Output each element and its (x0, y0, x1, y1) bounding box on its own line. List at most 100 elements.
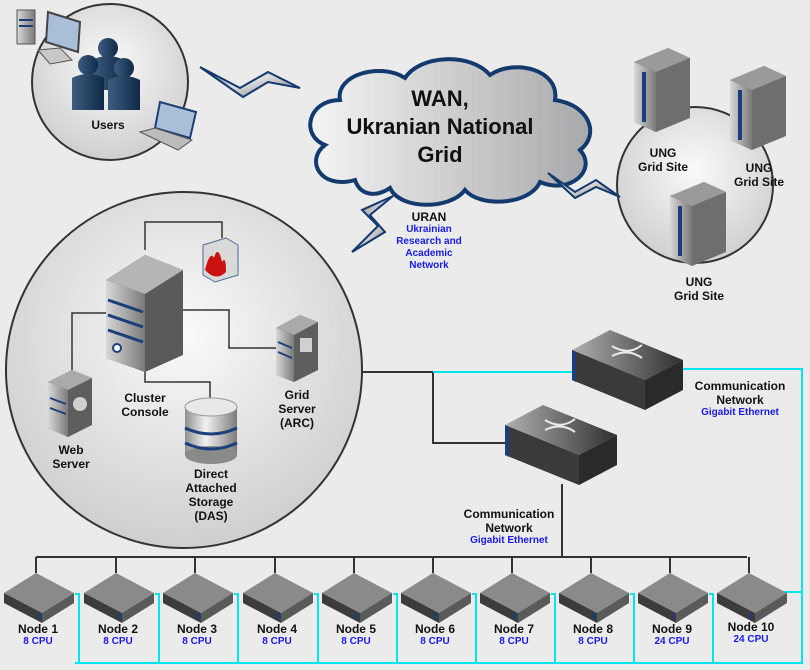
grid-site-server-icon-2 (730, 66, 786, 150)
grid-server-label: Grid Server (ARC) (274, 388, 320, 430)
rack-server-icon (401, 573, 471, 623)
network-label-line: Network (716, 393, 764, 407)
laptop-icon (138, 100, 198, 151)
uran-bolt-icon (351, 195, 394, 253)
storage-das-icon (184, 397, 238, 464)
cluster-console-label-line: Console (121, 405, 169, 419)
cluster-console-label: Cluster Console (115, 391, 175, 419)
uran-desc-line: Research and (396, 236, 462, 247)
node-name: Node 7 (493, 622, 534, 636)
node-cpu-count: 8 CPU (182, 636, 212, 647)
rack-server-icon (163, 573, 233, 623)
network-switch-icon-1 (572, 330, 683, 410)
node-cyan-link (314, 593, 319, 663)
node-name: Node 10 (727, 620, 775, 634)
node-cyan-link (472, 593, 477, 663)
network-label-1: Communication Network Gigabit Ethernet (690, 379, 790, 419)
rack-server-icon (243, 573, 313, 623)
grid-site-label-line: UNG (685, 275, 713, 289)
node-name: Node 1 (17, 622, 58, 636)
node-cpu-count: 8 CPU (103, 636, 133, 647)
cyan-link-right (683, 368, 803, 593)
firewall-icon (202, 237, 239, 283)
network-label-line: Communication (694, 379, 786, 393)
node-cpu-count: 24 CPU (654, 636, 690, 647)
cluster-console-label-line: Cluster (124, 391, 166, 405)
grid-site-label-line: UNG (649, 146, 677, 160)
users-label: Users (91, 118, 125, 132)
storage-label-line: Attached (185, 481, 237, 495)
rack-server-icon (480, 573, 550, 623)
network-label-line: Communication (463, 507, 555, 521)
uran-title: URAN (411, 210, 447, 224)
grid-site-label-line: Grid Site (673, 289, 724, 303)
node-cyan-link (630, 593, 635, 663)
wan-label-line1: WAN, (411, 86, 469, 111)
node-cyan-link (234, 593, 239, 663)
grid-server-label-line: (ARC) (280, 416, 314, 430)
node-cpu-count: 8 CPU (499, 636, 529, 647)
node-name: Node 6 (414, 622, 455, 636)
node-cyan-link (709, 593, 714, 663)
storage-label-line: Storage (188, 495, 234, 509)
node-cyan-link (393, 593, 398, 663)
rack-server-icon (4, 573, 74, 623)
desktop-computer-icon (16, 9, 82, 65)
rack-server-icon (322, 573, 392, 623)
grid-site-server-icon-3 (670, 182, 726, 266)
network-sub-label: Gigabit Ethernet (701, 407, 779, 418)
rack-server-icon (559, 573, 629, 623)
web-server-label-line: Web (58, 443, 84, 457)
grid-site-label-line: Grid Site (637, 160, 688, 174)
wan-cloud-icon (308, 57, 593, 207)
uran-desc-line: Network (409, 260, 449, 271)
node-cyan-link (551, 593, 556, 663)
grid-server-arc-icon (276, 315, 318, 382)
grid-server-label-line: Grid (284, 388, 310, 402)
rack-server-icon (717, 573, 787, 623)
network-label-2: Communication Network Gigabit Ethernet (459, 507, 559, 547)
nodes-layer (4, 557, 803, 664)
rack-server-icon (84, 573, 154, 623)
wan-label-line3: Grid (417, 142, 463, 167)
wan-label: WAN, Ukranian National Grid (320, 85, 560, 169)
uran-desc-line: Academic (405, 248, 453, 259)
users-people-icon (72, 38, 140, 110)
rack-server-icon (638, 573, 708, 623)
node-name: Node 2 (97, 622, 138, 636)
wan-link-bolt-icon (199, 66, 301, 99)
node-cpu-count: 8 CPU (420, 636, 450, 647)
node-name: Node 4 (256, 622, 297, 636)
grid-site-label-2: UNG Grid Site (728, 161, 790, 189)
node-name: Node 8 (572, 622, 613, 636)
node-cpu-count: 8 CPU (578, 636, 608, 647)
network-switch-icon-2 (505, 405, 617, 485)
node-cyan-link (155, 593, 160, 663)
node-cpu-count: 8 CPU (341, 636, 371, 647)
cluster-console-server-icon (106, 255, 183, 372)
node-cyan-link (75, 593, 80, 663)
uran-label: URAN Ukrainian Research and Academic Net… (390, 210, 468, 272)
node-name: Node 5 (335, 622, 376, 636)
node-cpu-count: 24 CPU (733, 634, 769, 645)
grid-site-server-icon-1 (634, 48, 690, 132)
node-cpu-count: 8 CPU (23, 636, 53, 647)
storage-label-line: (DAS) (194, 509, 228, 523)
grid-link-bolt-icon (547, 172, 621, 200)
node-cpu-count: 8 CPU (262, 636, 292, 647)
grid-server-label-line: Server (278, 402, 316, 416)
web-server-label-line: Server (52, 457, 90, 471)
grid-site-label-line: UNG (745, 161, 773, 175)
uran-desc-line: Ukrainian (406, 224, 452, 235)
